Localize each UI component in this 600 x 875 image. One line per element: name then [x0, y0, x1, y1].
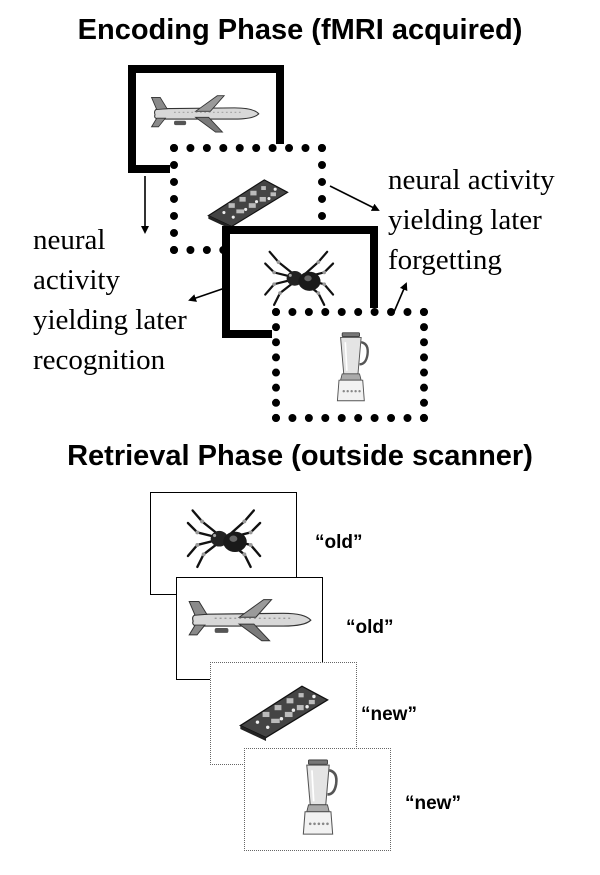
label-recognition-line: neural	[33, 224, 106, 256]
response-airplane: “old”	[346, 617, 394, 638]
label-forgetting-line: neural activity	[388, 164, 555, 196]
label-forgetting-line: yielding later	[388, 204, 542, 236]
arrow-circuit-to-forgetting	[329, 185, 380, 211]
encoding-card-blender	[272, 308, 428, 422]
response-blender: “new”	[405, 793, 461, 814]
retrieval-card-circuit-board	[210, 662, 357, 765]
encoding-phase-title: Encoding Phase (fMRI acquired)	[77, 14, 523, 46]
label-forgetting-line: forgetting	[388, 244, 502, 276]
blender-picture	[301, 758, 338, 836]
label-recognition-line: recognition	[33, 344, 166, 376]
response-circuit-board: “new”	[361, 704, 417, 725]
label-recognition-line: activity	[33, 264, 120, 296]
label-later-recognition: neural activity yielding later recogniti…	[33, 220, 187, 380]
blender-picture	[336, 331, 369, 402]
retrieval-card-blender	[244, 748, 391, 851]
label-later-forgetting: neural activity yielding later forgettin…	[388, 160, 555, 280]
response-spider: “old”	[315, 532, 363, 553]
label-recognition-line: yielding later	[33, 304, 187, 336]
retrieval-phase-title: Retrieval Phase (outside scanner)	[67, 440, 533, 472]
arrow-spider-to-recognition	[188, 287, 226, 302]
